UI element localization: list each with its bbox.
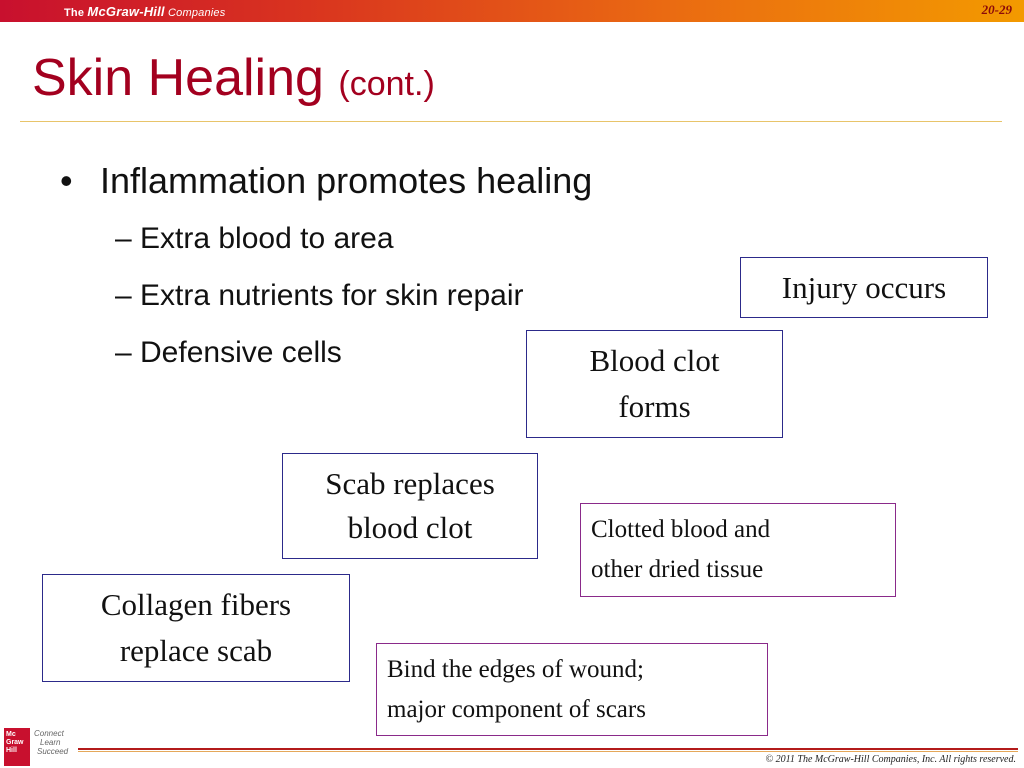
box-collagen-line-1: Collagen fibers — [100, 587, 292, 622]
box-scab: Scab replaces blood clot — [282, 453, 538, 559]
box-clot-line-1: Blood clot — [589, 343, 720, 378]
box-bind-line-1: Bind the edges of wound; — [387, 655, 644, 683]
publisher-brand: The McGraw-Hill Companies — [64, 4, 226, 19]
box-clotted-blood: Clotted blood and other dried tissue — [580, 503, 896, 597]
slide-title: Skin Healing (cont.) — [32, 48, 435, 108]
box-bind-line-2: major component of scars — [387, 695, 646, 723]
bullet-main-text: Inflammation promotes healing — [100, 160, 593, 201]
tagline-line-2: Learn — [40, 738, 61, 747]
box-scab-line-2: blood clot — [347, 510, 473, 545]
bullet-sub-2: – Extra nutrients for skin repair — [115, 279, 524, 312]
title-divider — [20, 121, 1002, 122]
bullet-main: • Inflammation promotes healing — [60, 160, 592, 202]
header-bar: The McGraw-Hill Companies 20-29 — [0, 0, 1024, 22]
slide-number: 20-29 — [981, 2, 1012, 17]
footer-divider — [78, 748, 1018, 750]
box-clotted-line-1: Clotted blood and — [591, 516, 771, 543]
bullet-sub-3: – Defensive cells — [115, 336, 342, 369]
box-injury-text: Injury occurs — [781, 269, 947, 305]
box-clotted-line-2: other dried tissue — [591, 556, 764, 583]
logo-line-1: Mc — [6, 731, 16, 738]
bullet-dot-icon: • — [60, 160, 73, 201]
publisher-tagline: Connect Learn Succeed — [34, 729, 68, 756]
box-collagen: Collagen fibers replace scab — [42, 574, 350, 682]
box-bind-edges: Bind the edges of wound; major component … — [376, 643, 768, 736]
logo-line-3: Hill — [6, 747, 17, 754]
logo-line-2: Graw — [6, 739, 24, 746]
copyright-notice: © 2011 The McGraw-Hill Companies, Inc. A… — [765, 754, 1016, 765]
tagline-line-1: Connect — [34, 729, 64, 738]
publisher-logo: Mc Graw Hill — [4, 728, 30, 766]
tagline-line-3: Succeed — [37, 747, 69, 756]
title-sub: (cont.) — [338, 65, 435, 103]
title-main: Skin Healing — [32, 49, 324, 107]
bullet-sub-1: – Extra blood to area — [115, 222, 394, 255]
box-scab-line-1: Scab replaces — [325, 466, 495, 501]
box-clot-line-2: forms — [618, 389, 691, 424]
box-blood-clot: Blood clot forms — [526, 330, 783, 438]
box-collagen-line-2: replace scab — [119, 633, 273, 668]
footer-divider-accent — [78, 751, 1018, 752]
box-injury-occurs: Injury occurs — [740, 257, 988, 318]
